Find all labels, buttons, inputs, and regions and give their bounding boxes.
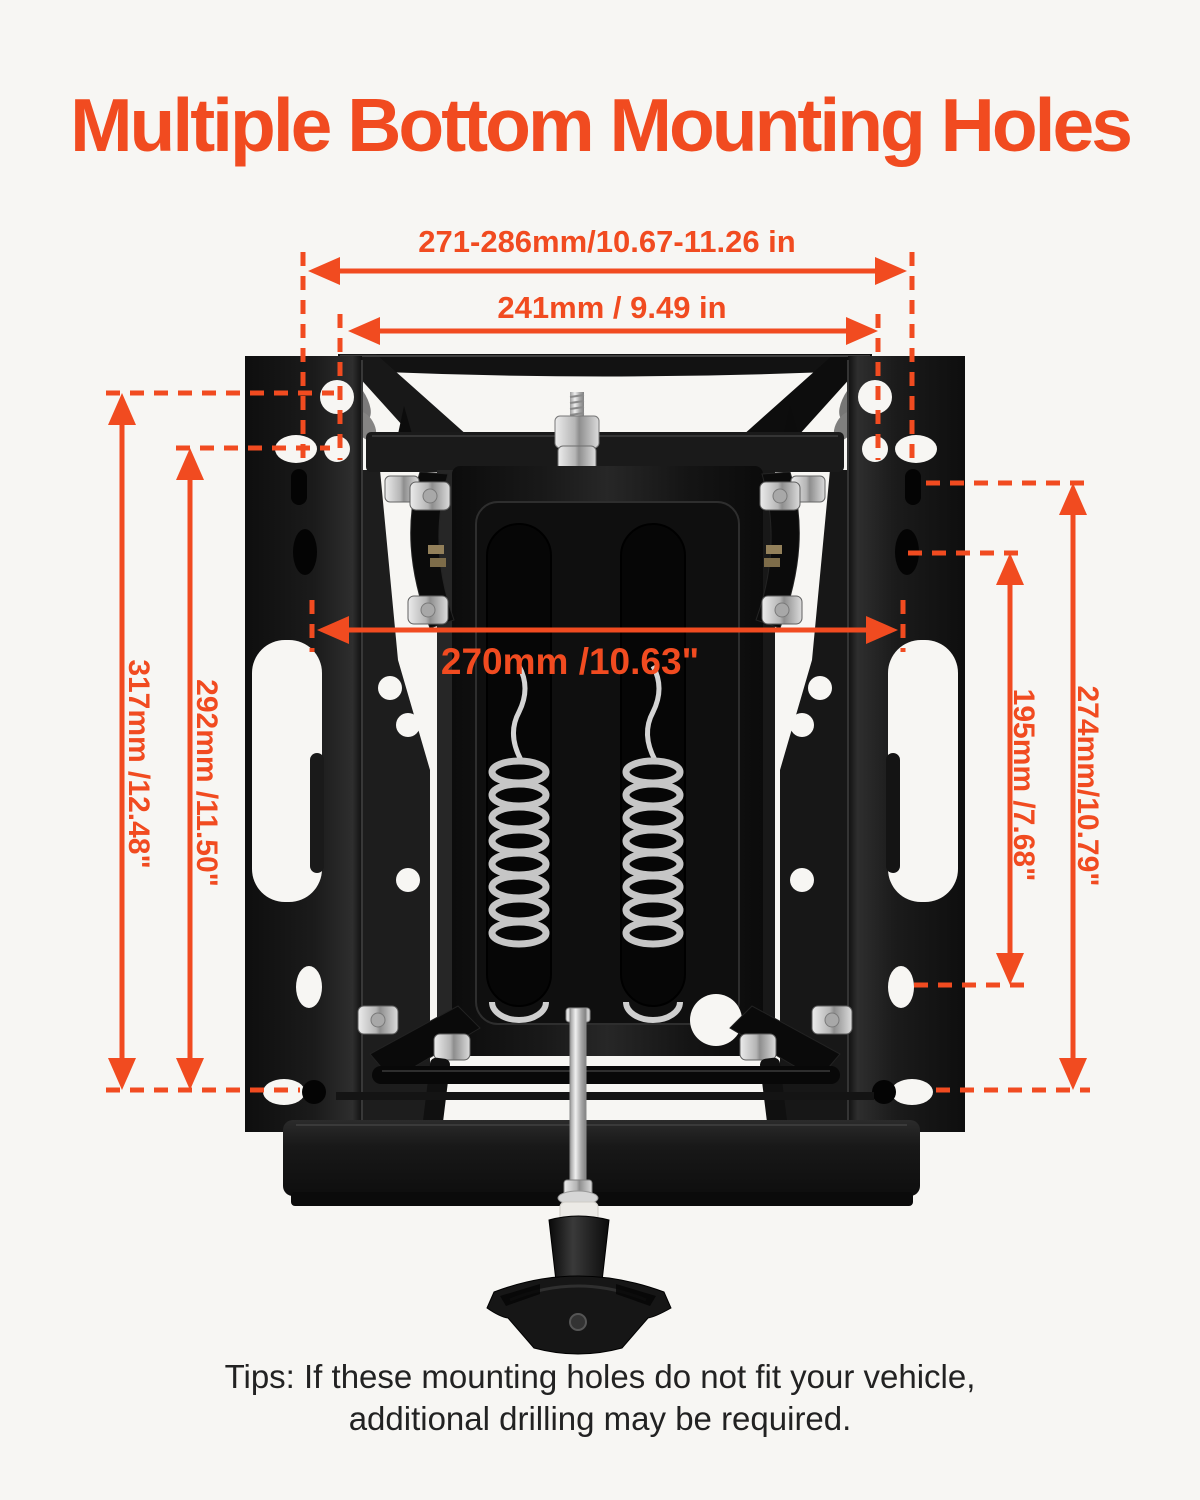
knob-screw — [569, 1313, 587, 1331]
dim-label-left-inner: 292mm /11.50" — [190, 679, 223, 887]
dim-label-top-inner: 241mm / 9.49 in — [497, 290, 727, 325]
dim-label-right-inner: 195mm /7.68" — [1007, 688, 1040, 882]
center-spring-box — [437, 466, 775, 1056]
cross-rod — [336, 1066, 874, 1100]
left-side-plate — [245, 356, 430, 1132]
left-spring — [492, 664, 546, 1023]
mechanism-top-plate — [366, 406, 844, 472]
dim-label-right-outer: 274mm/10.79" — [1071, 685, 1104, 887]
tips-line-1: Tips: If these mounting holes do not fit… — [224, 1358, 976, 1395]
tips-note: Tips: If these mounting holes do not fit… — [0, 1356, 1200, 1440]
page-title: Multiple Bottom Mounting Holes — [70, 83, 1133, 167]
right-side-plate — [780, 356, 965, 1132]
dimension-arrows — [108, 257, 1087, 1090]
upper-pivot-arms — [384, 471, 826, 629]
t-handle-knob — [486, 1201, 672, 1355]
dim-label-top-outer: 271-286mm/10.67-11.26 in — [418, 224, 796, 259]
base-plate — [283, 1120, 920, 1206]
dim-label-left-outer: 317mm /12.48" — [122, 659, 155, 869]
right-spring — [626, 664, 680, 1023]
dim-label-center-width: 270mm /10.63" — [440, 641, 700, 682]
dimension-dashed-lines — [106, 252, 1090, 1093]
tips-line-2: additional drilling may be required. — [348, 1400, 852, 1438]
